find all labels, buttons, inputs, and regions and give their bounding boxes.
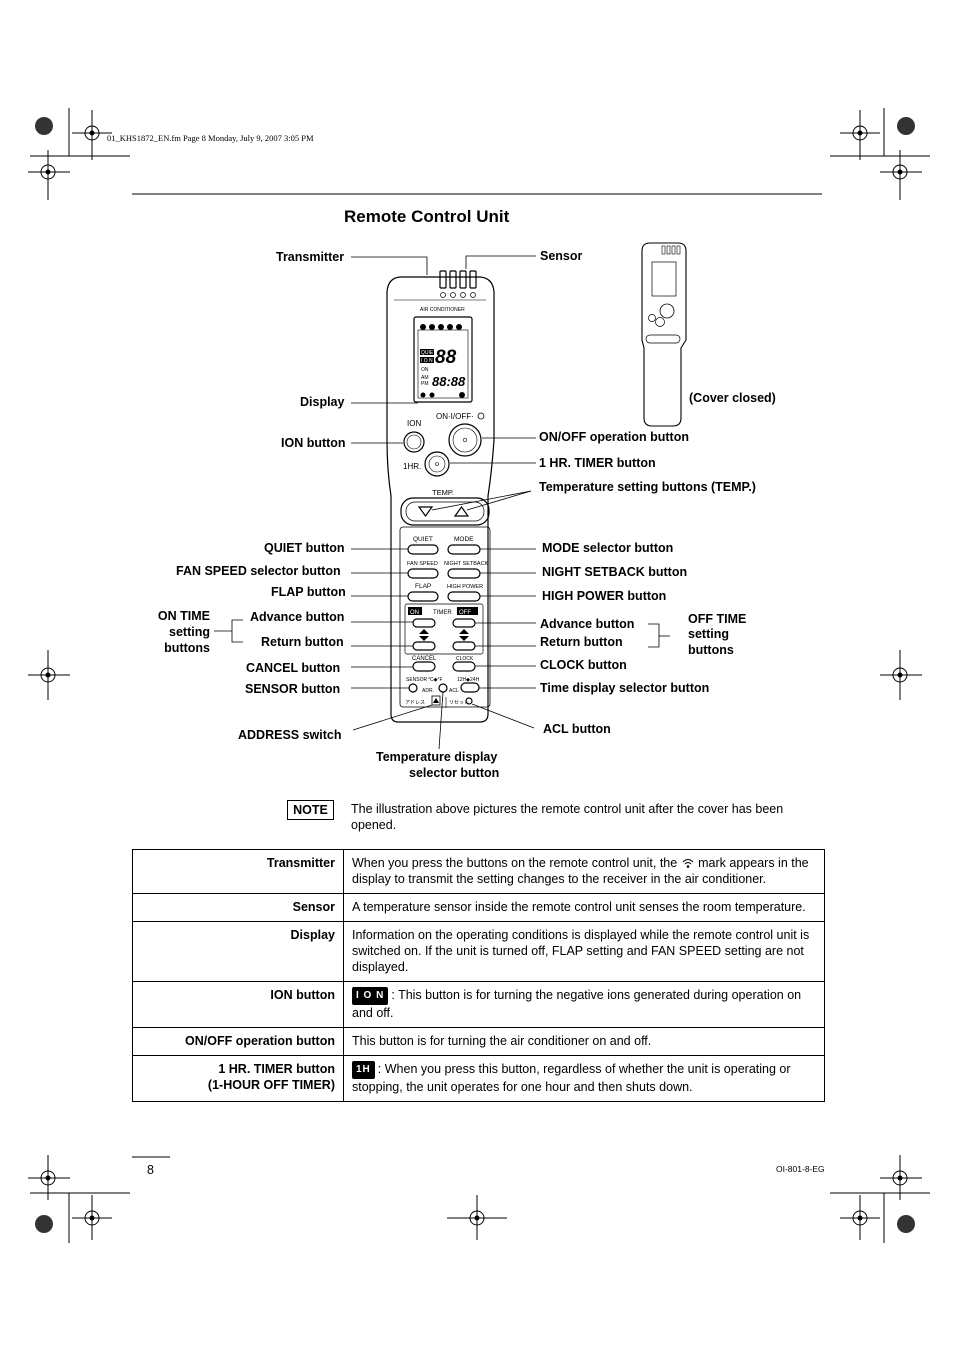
- svg-text:アドレス: アドレス: [405, 700, 425, 706]
- table-row: ON/OFF operation button This button is f…: [132, 1027, 825, 1056]
- svg-text:ION: ION: [407, 419, 421, 428]
- label-off-time-1: OFF TIME: [688, 612, 747, 626]
- label-cancel: CANCEL button: [246, 661, 341, 675]
- svg-text:OFF: OFF: [459, 610, 471, 616]
- svg-text:CLOCK: CLOCK: [456, 656, 474, 662]
- label-return-right: Return button: [540, 635, 623, 649]
- svg-text:AM: AM: [421, 375, 429, 381]
- label-clock: CLOCK button: [540, 658, 627, 672]
- table-row: Transmitter When you press the buttons o…: [132, 849, 825, 894]
- lcd-clock: 88:88: [432, 374, 466, 389]
- svg-text:TIMER: TIMER: [433, 610, 452, 616]
- table-row: Display Information on the operating con…: [132, 921, 825, 982]
- svg-text:SENSOR: SENSOR: [406, 677, 428, 683]
- label-flap: FLAP button: [271, 585, 346, 599]
- label-quiet: QUIET button: [264, 541, 345, 555]
- description-table: Transmitter When you press the buttons o…: [132, 849, 825, 1102]
- label-address: ADDRESS switch: [238, 728, 342, 742]
- svg-text:°C◆°F: °C◆°F: [428, 677, 443, 683]
- row-value: This button is for turning the air condi…: [343, 1027, 825, 1056]
- label-on-time-2: setting: [169, 625, 210, 639]
- svg-text:HIGH POWER: HIGH POWER: [447, 584, 483, 590]
- label-onoff-button: ON/OFF operation button: [539, 430, 689, 444]
- lcd-temperature: 88: [435, 347, 457, 368]
- label-on-time-3: buttons: [164, 641, 210, 655]
- svg-text:QUIET: QUIET: [413, 536, 433, 543]
- label-ion-button: ION button: [281, 436, 346, 450]
- label-cover-closed: (Cover closed): [689, 391, 776, 405]
- label-sensor-button: SENSOR button: [245, 682, 341, 696]
- page-number: 8: [147, 1163, 154, 1177]
- label-fan-speed: FAN SPEED selector button: [176, 564, 341, 578]
- label-return-left: Return button: [261, 635, 344, 649]
- svg-text:12H◆24H: 12H◆24H: [457, 677, 480, 683]
- row-value: A temperature sensor inside the remote c…: [343, 893, 825, 922]
- label-display: Display: [300, 395, 345, 409]
- label-mode: MODE selector button: [542, 541, 674, 555]
- label-night-setback: NIGHT SETBACK button: [542, 565, 688, 579]
- label-on-time-1: ON TIME: [157, 609, 210, 623]
- row-key: ION button: [132, 981, 344, 1028]
- label-acl: ACL button: [543, 722, 611, 736]
- table-row: ION button I O N: This button is for tur…: [132, 981, 825, 1028]
- table-row: Sensor A temperature sensor inside the r…: [132, 893, 825, 922]
- document-code: OI-801-8-EG: [776, 1164, 825, 1174]
- svg-text:TEMP.: TEMP.: [432, 488, 454, 497]
- label-temp-display-1: Temperature display: [376, 750, 498, 764]
- svg-text:FLAP: FLAP: [415, 583, 431, 590]
- label-time-display: Time display selector button: [540, 681, 710, 695]
- label-advance-right: Advance button: [540, 617, 635, 631]
- page-title: Remote Control Unit: [344, 207, 510, 226]
- row-value: I O N: This button is for turning the ne…: [343, 981, 825, 1028]
- one-hour-badge-icon: 1H: [352, 1061, 375, 1079]
- note-tag: NOTE: [287, 800, 334, 820]
- label-temp-buttons: Temperature setting buttons (TEMP.): [539, 480, 756, 494]
- ion-badge-icon: I O N: [352, 987, 389, 1005]
- svg-text:CANCEL: CANCEL: [412, 656, 437, 662]
- row-key: ON/OFF operation button: [132, 1027, 344, 1056]
- remote-cover-closed-illustration: [641, 242, 687, 427]
- row-key: 1 HR. TIMER button (1-HOUR OFF TIMER): [132, 1055, 344, 1102]
- brand-strip: AIR CONDITIONER: [420, 307, 465, 313]
- label-timer-1hr: 1 HR. TIMER button: [539, 456, 656, 470]
- svg-text:MODE: MODE: [454, 536, 474, 543]
- table-row: 1 HR. TIMER button (1-HOUR OFF TIMER) 1H…: [132, 1055, 825, 1102]
- label-advance-left: Advance button: [250, 610, 345, 624]
- label-high-power: HIGH POWER button: [542, 589, 667, 603]
- svg-text:FAN SPEED: FAN SPEED: [407, 561, 438, 567]
- file-info: 01_KHS1872_EN.fm Page 8 Monday, July 9, …: [107, 133, 314, 143]
- label-temp-display-2: selector button: [409, 766, 500, 780]
- label-off-time-2: setting: [688, 627, 729, 641]
- svg-text:ON·I/OFF·: ON·I/OFF·: [436, 412, 474, 421]
- svg-text:ACL: ACL: [449, 688, 459, 694]
- row-key: Display: [132, 921, 344, 982]
- svg-text:PM: PM: [421, 381, 429, 387]
- svg-text:QUIET: QUIET: [421, 350, 436, 356]
- svg-text:ON: ON: [421, 367, 429, 373]
- svg-text:I O N: I O N: [421, 358, 433, 364]
- svg-text:ON: ON: [410, 610, 419, 616]
- transmit-icon: [682, 859, 694, 868]
- note-text: The illustration above pictures the remo…: [351, 802, 784, 832]
- row-key: Transmitter: [132, 849, 344, 894]
- row-value: Information on the operating conditions …: [343, 921, 825, 982]
- svg-text:リセット: リセット: [449, 700, 469, 706]
- row-key: Sensor: [132, 893, 344, 922]
- svg-text:ADR.: ADR.: [422, 688, 434, 694]
- label-sensor: Sensor: [540, 249, 583, 263]
- label-off-time-3: buttons: [688, 643, 734, 657]
- row-value: 1H: When you press this button, regardle…: [343, 1055, 825, 1102]
- svg-text:1HR.: 1HR.: [403, 462, 421, 471]
- svg-text:NIGHT SETBACK: NIGHT SETBACK: [444, 561, 489, 567]
- row-value: When you press the buttons on the remote…: [343, 849, 825, 894]
- label-transmitter: Transmitter: [276, 250, 345, 264]
